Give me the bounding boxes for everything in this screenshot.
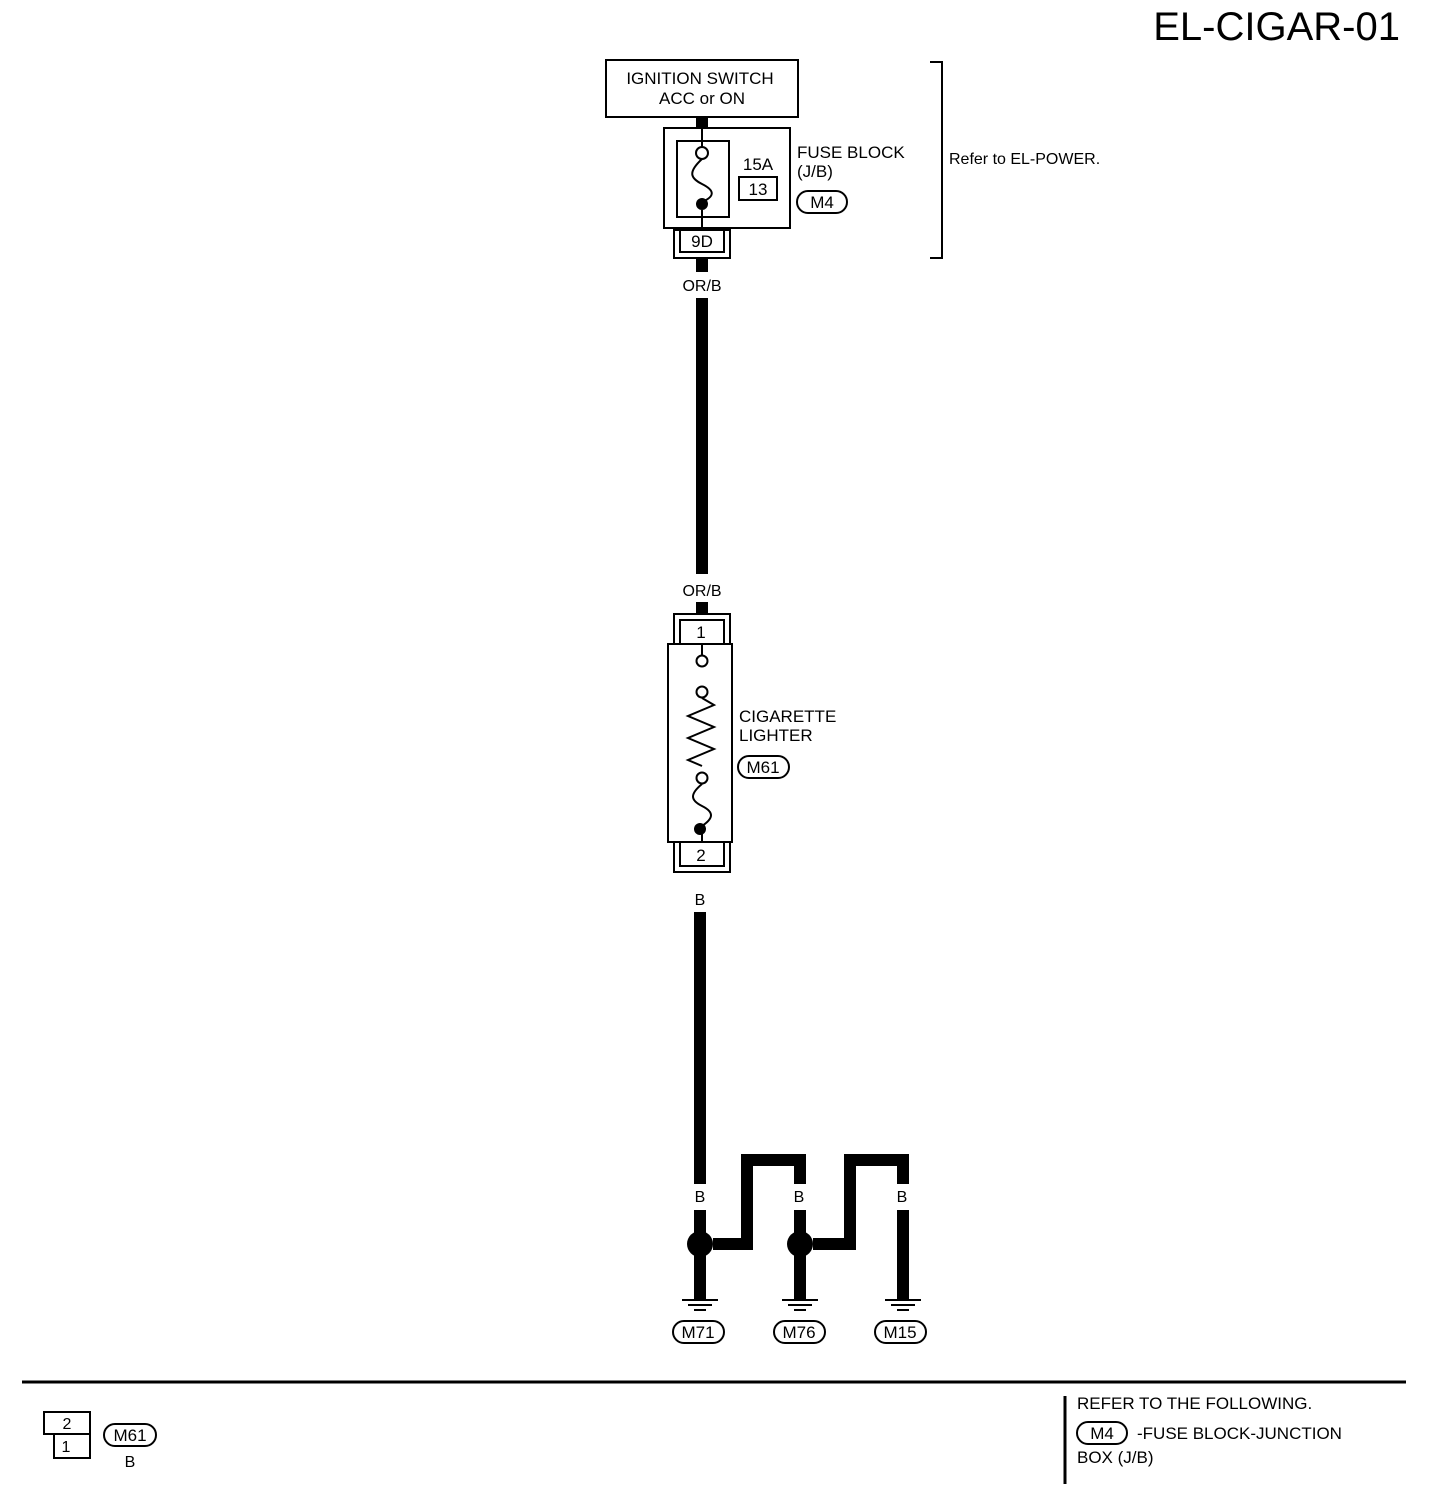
ground-connector-1: M71 — [681, 1323, 714, 1342]
refer-desc-2: BOX (J/B) — [1077, 1448, 1154, 1467]
fuse-block-connector: M4 — [810, 193, 834, 212]
legend-color: B — [125, 1454, 136, 1471]
cigarette-lighter: 1 CIGARETTE LIGHTER M61 2 — [667, 613, 836, 873]
ground-connector-3: M15 — [883, 1323, 916, 1342]
ground-network: B B B B B M71 M76 M — [672, 1154, 927, 1344]
diagram-id: EL-CIGAR-01 — [1153, 5, 1400, 49]
ground-wire-label-2b: B — [794, 1189, 805, 1206]
splice-dot-1 — [687, 1231, 713, 1257]
lighter-terminal-in: 1 — [696, 623, 705, 642]
fuse-rating: 15A — [743, 155, 774, 174]
lighter-label: CIGARETTE — [739, 707, 836, 726]
refer-following: REFER TO THE FOLLOWING. M4 -FUSE BLOCK-J… — [1063, 1394, 1342, 1484]
legend-pin-bottom: 1 — [62, 1439, 71, 1456]
wire-label-lighter-out: B — [695, 892, 706, 909]
ground-symbol-1 — [682, 1299, 718, 1311]
fuse-number: 13 — [749, 180, 768, 199]
lighter-label-2: LIGHTER — [739, 726, 813, 745]
wire-label-top: OR/B — [682, 278, 721, 295]
refer-note: Refer to EL-POWER. — [949, 151, 1100, 168]
lighter-terminal-out: 2 — [696, 846, 705, 865]
ground-wire-label-1: B — [695, 1189, 706, 1206]
refer-desc-1: -FUSE BLOCK-JUNCTION — [1137, 1424, 1342, 1443]
ground-connector-2: M76 — [782, 1323, 815, 1342]
legend-pin-top: 2 — [63, 1416, 72, 1433]
connector-legend: 2 1 M61 B — [43, 1411, 157, 1471]
ignition-switch: IGNITION SWITCH ACC or ON — [605, 59, 799, 118]
splice-dot-2 — [787, 1231, 813, 1257]
ground-wire-label-2a: B — [743, 1189, 754, 1206]
fuse-terminal: 9D — [691, 232, 713, 251]
fuse-block-label: FUSE BLOCK — [797, 143, 905, 162]
fuse-number-box — [738, 176, 778, 201]
refer-bracket: Refer to EL-POWER. — [930, 61, 1100, 259]
ground-wire-label-3a: B — [845, 1189, 856, 1206]
legend-connector: M61 — [113, 1426, 146, 1445]
fuse-block: 15A 13 FUSE BLOCK (J/B) M4 9D — [663, 127, 905, 259]
lighter-connector: M61 — [746, 758, 779, 777]
refer-connector: M4 — [1090, 1424, 1114, 1443]
ground-wire-label-3b: B — [897, 1189, 908, 1206]
ignition-switch-line2: ACC or ON — [659, 89, 745, 108]
fuse-block-label-jb: (J/B) — [797, 162, 833, 181]
refer-heading: REFER TO THE FOLLOWING. — [1077, 1394, 1312, 1413]
ground-symbol-2 — [782, 1299, 818, 1311]
wire-label-lower: OR/B — [682, 583, 721, 600]
ground-symbol-3 — [885, 1299, 921, 1311]
ignition-switch-line1: IGNITION SWITCH — [626, 69, 773, 88]
